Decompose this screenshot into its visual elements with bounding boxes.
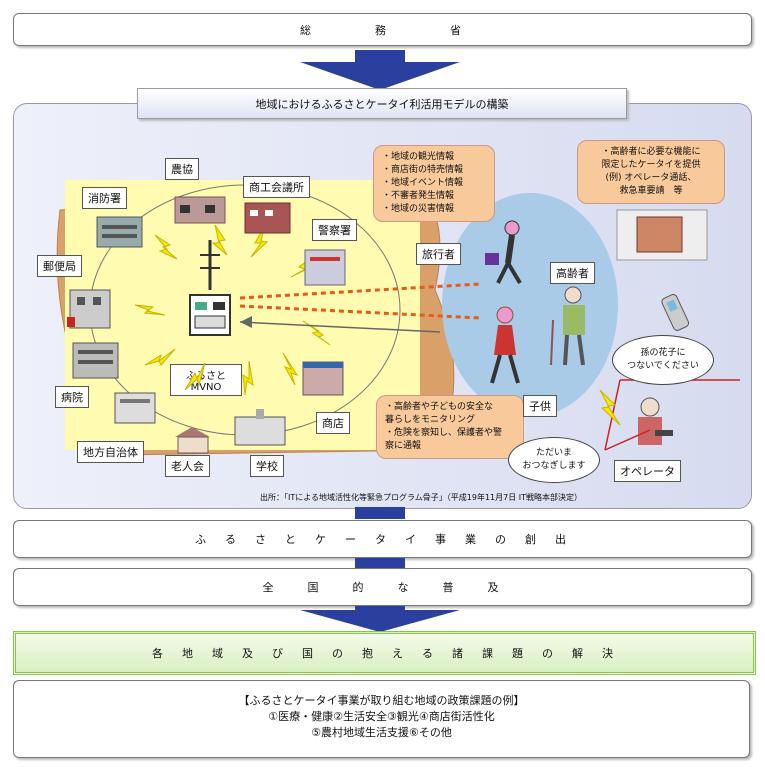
monitoring-line: 暮らしをモニタリング: [385, 415, 476, 425]
traveler-figure: [485, 220, 522, 285]
policy-issues-line: ⑤農村地域生活支援⑥その他: [311, 726, 452, 739]
school-icon: [234, 409, 286, 446]
spread-box: 全 国 的 な 普 及: [13, 568, 752, 606]
policy-issues-title: 【ふるさとケータイ事業が取り組む地域の政策課題の例】: [238, 694, 525, 707]
label-local-gov: 地方自治体: [77, 441, 144, 463]
creation-label: ふ る さ と ケ ー タ イ 事 業 の 創 出: [195, 533, 570, 546]
solution-label: 各 地 域 及 び 国 の 抱 え る 諸 課 題 の 解 決: [152, 647, 617, 660]
bubble-request: 孫の花子に つないでください: [612, 335, 714, 385]
travel-info-line: ・地域の観光情報: [382, 152, 455, 162]
ministry-box: 総 務 省: [13, 13, 752, 46]
down-arrow-4: [300, 606, 460, 632]
phone-screen-icon: [616, 209, 708, 261]
elderly-phone-line: (例) オペレータ通話、: [605, 173, 697, 183]
label-traveler: 旅行者: [416, 243, 461, 265]
spread-label: 全 国 的 な 普 及: [262, 581, 503, 594]
signal-lines: [239, 282, 481, 333]
monitoring-line: 察に通報: [385, 441, 422, 451]
monitoring-line: ・高齢者や子どもの安全な: [385, 402, 494, 412]
mvno-label: ふるさと MVNO: [170, 364, 242, 396]
solution-box: 各 地 域 及 び 国 の 抱 え る 諸 課 題 の 解 決: [13, 631, 756, 675]
fire-station-icon: [96, 216, 143, 248]
operator-figure: [638, 397, 673, 445]
shop-icon: [302, 361, 344, 396]
elderly-club-icon: [175, 427, 210, 454]
elderly-figure: [550, 286, 585, 366]
travel-info-line: ・不審者発生情報: [382, 191, 455, 201]
label-agri-coop: 農協: [165, 158, 199, 180]
panel-title: 地域におけるふるさとケータイ利活用モデルの構築: [255, 97, 509, 111]
mobile-phone-icon: [661, 294, 690, 331]
label-hospital: 病院: [55, 386, 89, 408]
callout-elderly-phone: ・高齢者に必要な機能に 限定したケータイを提供 (例) オペレータ通話、 救急車…: [577, 140, 725, 204]
callout-travel-info: ・地域の観光情報 ・商店街の特売情報 ・地域イベント情報 ・不審者発生情報 ・地…: [373, 145, 495, 222]
post-office-icon: [67, 289, 111, 329]
callout-monitoring: ・高齢者や子どもの安全な 暮らしをモニタリング ・危険を察知し、保護者や警 察に…: [376, 395, 524, 459]
label-police: 警察署: [312, 219, 357, 241]
label-child: 子供: [523, 395, 557, 417]
monitoring-line: ・危険を察知し、保護者や警: [385, 428, 503, 438]
agri-coop-icon: [174, 196, 226, 224]
label-chamber: 商工会議所: [243, 176, 310, 198]
down-arrow-2: [355, 507, 405, 519]
source-note: 出所：「ITによる地域活性化等緊急プログラム骨子」（平成19年11月7日 IT戦…: [260, 493, 583, 502]
travel-info-line: ・地域の災害情報: [382, 204, 455, 214]
child-figure: [490, 306, 520, 384]
local-gov-icon: [114, 392, 156, 424]
label-operator: オペレータ: [614, 460, 681, 482]
label-school: 学校: [250, 455, 284, 477]
chamber-icon: [244, 202, 291, 234]
panel-title-box: 地域におけるふるさとケータイ利活用モデルの構築: [137, 88, 627, 119]
elderly-phone-line: ・高齢者に必要な機能に: [601, 147, 701, 157]
label-shop: 商店: [316, 412, 350, 434]
policy-issues-line: ①医療・健康②生活安全③観光④商店街活性化: [268, 710, 495, 723]
hospital-icon: [72, 342, 119, 379]
people-area: [442, 193, 618, 417]
elderly-phone-line: 救急車要請 等: [619, 186, 683, 196]
label-fire-station: 消防署: [82, 187, 127, 209]
label-post-office: 郵便局: [37, 255, 82, 277]
travel-info-line: ・地域イベント情報: [382, 178, 464, 188]
label-elderly-club: 老人会: [165, 455, 210, 477]
creation-box: ふ る さ と ケ ー タ イ 事 業 の 創 出: [13, 520, 752, 558]
bubble-connecting: ただいま おつなぎします: [508, 437, 600, 483]
travel-info-line: ・商店街の特売情報: [382, 165, 464, 175]
down-arrow-1: [300, 50, 460, 90]
elderly-phone-line: 限定したケータイを提供: [601, 160, 701, 170]
mvno-tower-icon: [189, 240, 231, 336]
policy-issues-box: 【ふるさとケータイ事業が取り組む地域の政策課題の例】 ①医療・健康②生活安全③観…: [13, 680, 750, 758]
police-icon: [304, 249, 346, 286]
down-arrow-3: [355, 558, 405, 568]
label-elderly: 高齢者: [550, 262, 595, 284]
ministry-label: 総 務 省: [300, 23, 465, 37]
